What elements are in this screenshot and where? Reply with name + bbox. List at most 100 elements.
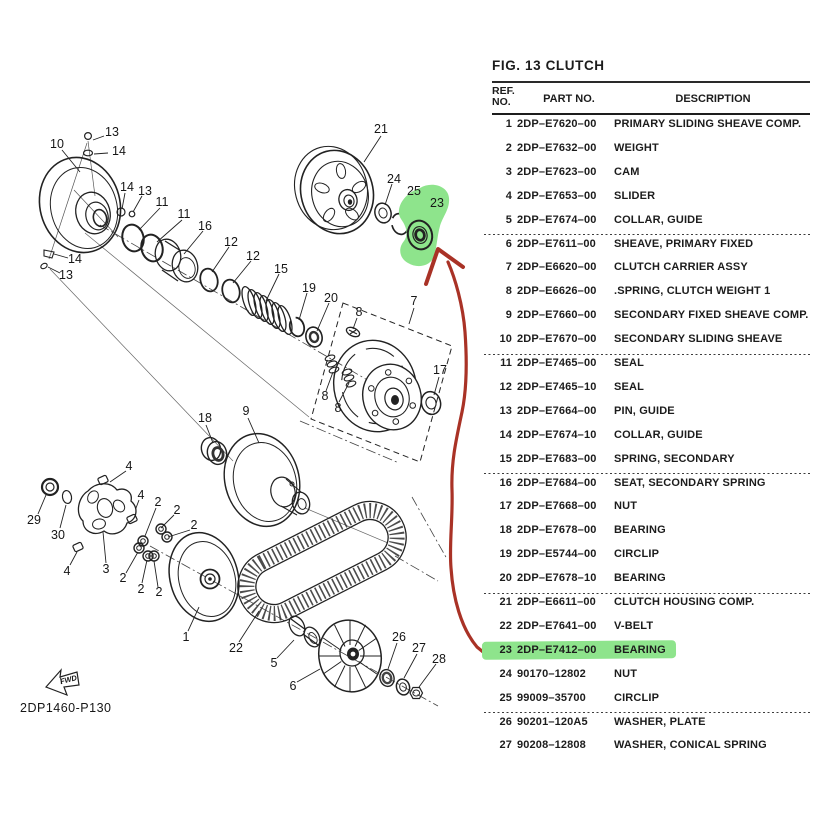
part-ref-label: 15 [274,262,288,276]
ref-cell: 22 [499,619,512,632]
table-row: 11 2DP–E7465–00 SEAL [486,357,812,377]
table-header: REF. NO. PART NO. DESCRIPTION [486,86,812,112]
part-ref-label: 2 [120,571,127,585]
ref-cell: 5 [505,213,512,226]
part-ref-label: 8 [322,389,329,403]
figure-code-label: 2DP1460-P130 [20,701,111,715]
part-ref-label: 8 [335,401,342,415]
description-cell: V-BELT [614,619,654,632]
part-no-cell: 2DP–E7674–00 [517,213,597,226]
ref-cell: 27 [499,739,512,752]
description-cell: BEARING [614,643,666,656]
part-8-clutch-weight-springs [324,326,361,388]
part-no-header: PART NO. [543,93,595,105]
group-separator [484,712,812,713]
ref-cell: 20 [499,572,512,585]
group-separator [484,592,812,594]
part-ref-label: 20 [324,291,338,305]
part-ref-label: 12 [246,249,260,263]
part-17-nut [420,390,442,416]
ref-no-header: REF. NO. [492,85,515,108]
part-no-cell: 2DP–E7674–10 [517,428,597,441]
ref-cell: 11 [500,357,512,369]
part-ref-label: 17 [433,363,447,377]
description-cell: .SPRING, CLUTCH WEIGHT 1 [614,285,771,298]
part-ref-label: 19 [302,281,316,295]
part-no-cell: 99009–35700 [517,691,586,704]
description-cell: CAM [614,165,640,178]
group-separator [484,353,812,355]
ref-cell: 9 [505,309,512,322]
part-ref-label: 2 [155,495,162,509]
part-ref-label: 27 [412,641,426,655]
part-ref-label: 24 [387,172,401,186]
part-ref-label: 18 [198,411,212,425]
part-ref-label: 16 [198,219,212,233]
part-19-circlip [288,316,306,338]
description-cell: SHEAVE, PRIMARY FIXED [614,237,754,250]
part-7-clutch-carrier-assy [332,339,422,433]
ref-cell: 18 [499,524,512,537]
part-16-spring-seat [154,238,199,283]
part-ref-label: 6 [290,679,297,693]
part-no-cell: 2DP–E7623–00 [517,165,597,178]
description-cell: COLLAR, GUIDE [614,213,703,226]
construction-lines [48,140,389,544]
part-13-pin-mid [128,210,136,218]
part-23-bearing-highlighted [406,219,434,251]
ref-cell: 15 [499,452,512,465]
part-ref-label: 28 [432,652,446,666]
part-no-cell: 90208–12808 [517,739,586,752]
part-ref-label: 29 [27,513,41,527]
part-no-cell: 2DP–E7465–00 [517,357,597,369]
ref-cell: 24 [499,667,512,680]
ref-cell: 12 [499,380,512,393]
part-27-conical-washer [395,678,411,696]
part-ref-label: 13 [138,184,152,198]
ref-cell: 16 [499,476,512,489]
part-5-guide-collar [288,615,321,648]
part-no-cell: 2DP–E7678–00 [517,524,597,537]
part-ref-label: 3 [103,562,110,576]
part-no-cell: 2DP–E6626–00 [517,285,597,298]
part-13-pin-low [40,262,48,270]
table-row: 16 2DP–E7684–00 SEAT, SECONDARY SPRING [486,477,812,497]
part-ref-label: 30 [51,528,65,542]
parts-table: FIG. 13 CLUTCH REF. NO. PART NO. DESCRIP… [481,50,812,812]
part-30-washer [61,489,73,505]
description-cell: BEARING [614,572,666,585]
description-cell: CIRCLIP [614,548,660,561]
description-cell: SEAT, SECONDARY SPRING [614,476,766,489]
part-ref-label: 11 [156,195,169,209]
ref-cell: 8 [505,285,512,298]
part-ref-label: 9 [243,404,250,418]
part-ref-label: 2 [138,582,145,596]
part-ref-label: 5 [271,656,278,670]
part-no-cell: 2DP–E7653–00 [517,189,597,202]
ref-cell: 26 [499,715,512,728]
part-ref-label: 2 [191,518,198,532]
description-cell: SEAL [614,357,644,369]
part-ref-label: 22 [229,641,243,655]
part-ref-label: 8 [356,305,363,319]
part-3-cam [77,483,137,535]
part-29-washer [40,477,60,497]
ref-cell: 13 [499,404,512,417]
part-14-collar-top [82,149,94,157]
part-no-cell: 2DP–E7684–00 [517,476,597,489]
part-12-seals [199,267,241,304]
part-no-cell: 2DP–E5744–00 [517,548,597,561]
part-ref-label: 2 [174,503,181,517]
ref-cell: 7 [505,261,512,274]
